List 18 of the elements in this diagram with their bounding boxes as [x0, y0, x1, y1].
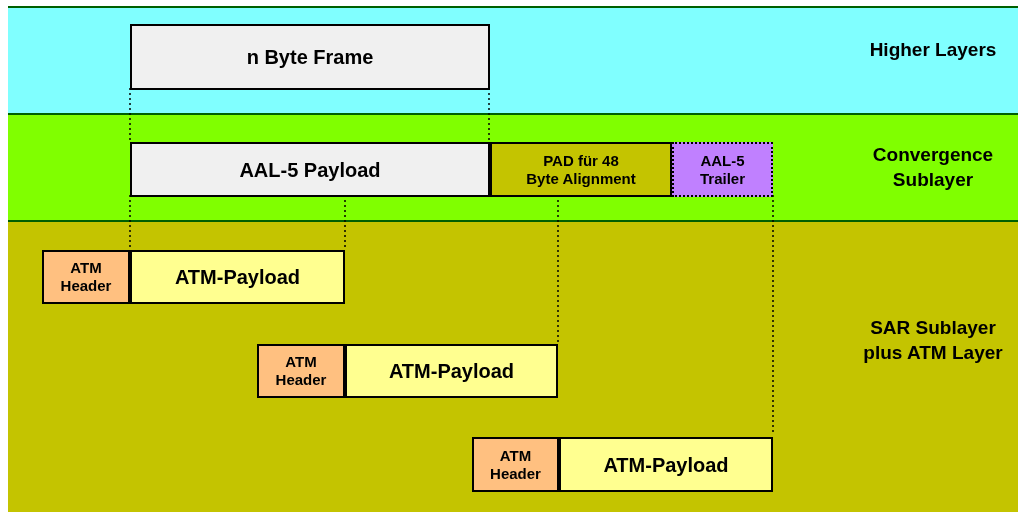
- payload-box: ATM-Payload: [130, 250, 345, 304]
- header-box: ATM Header: [472, 437, 559, 492]
- layer-title: Convergence Sublayer: [871, 143, 995, 192]
- projection-line: [129, 87, 131, 141]
- trailer-box: AAL-5 Trailer: [672, 142, 773, 197]
- header-box: ATM Header: [257, 344, 345, 398]
- projection-line: [129, 194, 131, 249]
- padding-box: PAD für 48 Byte Alignment: [490, 142, 672, 197]
- payload-box: ATM-Payload: [559, 437, 773, 492]
- payload-box: ATM-Payload: [345, 344, 558, 398]
- layer-band: [8, 6, 1018, 113]
- layer-title: SAR Sublayer plus ATM Layer: [862, 316, 1004, 365]
- header-box: ATM Header: [42, 250, 130, 304]
- layer-band: [8, 220, 1018, 512]
- layer-title: Higher Layers: [868, 38, 998, 62]
- frame-box: n Byte Frame: [130, 24, 490, 90]
- layer-band: [8, 113, 1018, 220]
- payload-box: AAL-5 Payload: [130, 142, 490, 197]
